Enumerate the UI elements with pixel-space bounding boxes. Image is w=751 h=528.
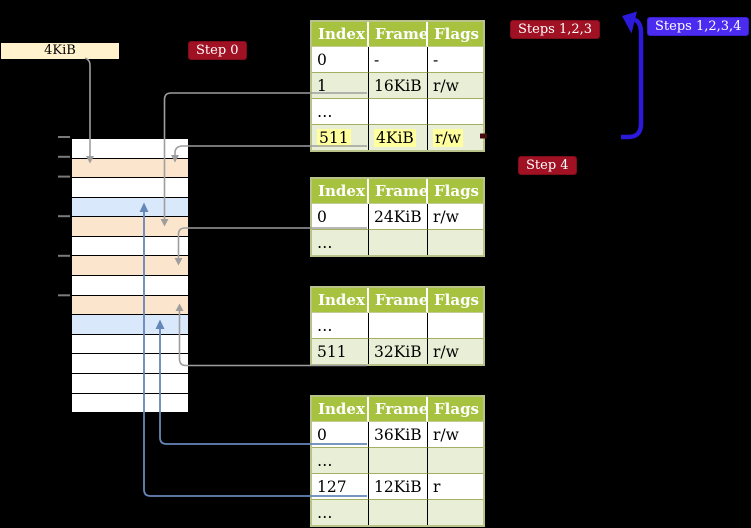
- cell: …: [312, 229, 369, 255]
- cell: [369, 499, 428, 525]
- page-table-level3: Index Frame Flags 0 24KiB r/w …: [310, 177, 485, 257]
- badge-steps-1234: Steps 1,2,3,4: [647, 17, 750, 36]
- cell: [428, 447, 483, 473]
- cell: 24KiB: [369, 204, 428, 229]
- memory-frame-row: [72, 334, 188, 355]
- cell: 32KiB: [369, 338, 428, 364]
- page-size-label: 4KiB: [1, 43, 119, 59]
- cell: [428, 499, 483, 525]
- cell: 511: [312, 124, 369, 150]
- col-header-frame: Frame: [369, 397, 428, 422]
- memory-frame-row: [72, 139, 188, 159]
- cell: [428, 98, 483, 124]
- cell: 0: [312, 204, 369, 229]
- memory-frame-row: [72, 158, 188, 179]
- recursive-loop-arrow: [621, 17, 644, 140]
- memory-frame-row: [72, 373, 188, 394]
- cell: 0: [312, 47, 369, 72]
- badge-steps-123: Steps 1,2,3: [510, 20, 601, 39]
- highlight: 4KiB: [374, 128, 416, 147]
- page-table-level2: Index Frame Flags … 511 32KiB r/w: [310, 286, 485, 366]
- col-header-flags: Flags: [428, 22, 483, 47]
- page-table-level4: Index Frame Flags 0 - - 1 16KiB r/w … 51…: [310, 20, 485, 152]
- table-row: …: [312, 98, 483, 124]
- cell: 4KiB: [369, 124, 428, 150]
- recursive-loop-arrowhead: [622, 11, 637, 34]
- memory-frame-row: [72, 393, 188, 413]
- highlight: 511: [317, 128, 351, 147]
- cell: r/w: [428, 124, 483, 150]
- cell: r/w: [428, 204, 483, 229]
- table-row: 127 12KiB r: [312, 473, 483, 499]
- col-header-frame: Frame: [369, 288, 428, 313]
- cell: r/w: [428, 72, 483, 98]
- col-header-frame: Frame: [369, 22, 428, 47]
- table-row: …: [312, 499, 483, 525]
- cell: [369, 447, 428, 473]
- cell: 511: [312, 338, 369, 364]
- cell: r/w: [428, 422, 483, 447]
- table-row: …: [312, 447, 483, 473]
- memory-frame-row: [72, 354, 188, 374]
- table-row: 0 24KiB r/w: [312, 204, 483, 229]
- cell: r/w: [428, 338, 483, 364]
- memory-frame-row: [72, 276, 188, 296]
- cell: 0: [312, 422, 369, 447]
- memory-frame-row: [72, 217, 188, 237]
- table-row: 511 32KiB r/w: [312, 338, 483, 364]
- badge-step4: Step 4: [518, 156, 577, 175]
- memory-frame-row: [72, 295, 188, 316]
- table-row: …: [312, 313, 483, 338]
- table-row-highlighted: 511 4KiB r/w: [312, 124, 483, 150]
- cell: …: [312, 447, 369, 473]
- cell: …: [312, 499, 369, 525]
- cell: [369, 229, 428, 255]
- cell: r: [428, 473, 483, 499]
- table-row: 0 - -: [312, 47, 483, 72]
- table-row: 0 36KiB r/w: [312, 422, 483, 447]
- cell: [369, 98, 428, 124]
- table-header-row: Index Frame Flags: [312, 288, 483, 313]
- memory-frame-row: [72, 178, 188, 198]
- memory-frame-row: [72, 197, 188, 218]
- badge-step0: Step 0: [188, 41, 247, 60]
- table-header-row: Index Frame Flags: [312, 179, 483, 204]
- cell: 127: [312, 473, 369, 499]
- physical-memory-stack: [70, 137, 190, 414]
- col-header-index: Index: [312, 397, 369, 422]
- table-header-row: Index Frame Flags: [312, 397, 483, 422]
- memory-frame-row: [72, 315, 188, 335]
- col-header-flags: Flags: [428, 288, 483, 313]
- memory-tick-marks: [58, 136, 70, 297]
- col-header-index: Index: [312, 288, 369, 313]
- memory-frame-row: [72, 256, 188, 277]
- col-header-frame: Frame: [369, 179, 428, 204]
- cell: 1: [312, 72, 369, 98]
- cell: [428, 229, 483, 255]
- table-row: 1 16KiB r/w: [312, 72, 483, 98]
- cell: -: [428, 47, 483, 72]
- cell: …: [312, 313, 369, 338]
- cell: 36KiB: [369, 422, 428, 447]
- cell: [369, 313, 428, 338]
- table-header-row: Index Frame Flags: [312, 22, 483, 47]
- page-table-level1: Index Frame Flags 0 36KiB r/w … 127 12Ki…: [310, 395, 485, 527]
- cell: 16KiB: [369, 72, 428, 98]
- cell: …: [312, 98, 369, 124]
- highlight: r/w: [433, 128, 463, 147]
- col-header-index: Index: [312, 179, 369, 204]
- col-header-index: Index: [312, 22, 369, 47]
- cell: -: [369, 47, 428, 72]
- table-row: …: [312, 229, 483, 255]
- col-header-flags: Flags: [428, 397, 483, 422]
- memory-frame-row: [72, 236, 188, 257]
- cell: [428, 313, 483, 338]
- col-header-flags: Flags: [428, 179, 483, 204]
- cell: 12KiB: [369, 473, 428, 499]
